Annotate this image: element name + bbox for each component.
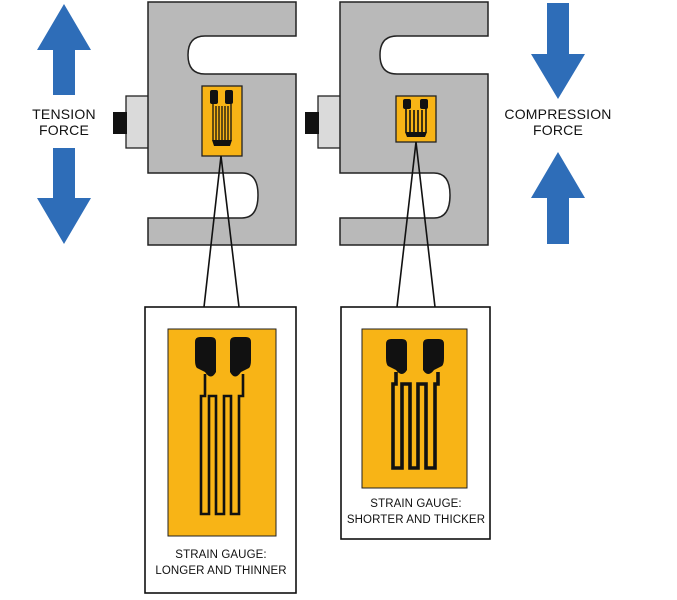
serpentine-grid <box>391 372 440 470</box>
mounted-strain-gauge <box>201 85 243 157</box>
cable-connector <box>125 95 150 149</box>
connector-plug <box>113 112 127 134</box>
caption-right-line1: STRAIN GAUGE: <box>370 498 462 510</box>
compression-force-label: COMPRESSION FORCE <box>495 106 621 138</box>
callout-left <box>203 155 240 308</box>
mounted-strain-gauge <box>395 95 437 143</box>
gauge-backing-large <box>361 328 468 489</box>
load-cell-tension <box>113 1 297 246</box>
caption-right-line2: SHORTER AND THICKER <box>346 514 486 526</box>
solder-tab-left <box>195 337 216 377</box>
callout-lines <box>203 141 436 308</box>
caption-right: STRAIN GAUGE: SHORTER AND THICKER <box>343 496 489 528</box>
zoom-panel-right <box>340 306 491 540</box>
gauge-foil-grid <box>195 337 251 522</box>
gauge-backing-large <box>167 328 277 537</box>
arrow-down-icon <box>531 3 585 99</box>
callout-right <box>396 141 436 308</box>
grid-end-loops <box>199 512 245 522</box>
caption-left: STRAIN GAUGE: LONGER AND THINNER <box>147 547 295 579</box>
tension-force-label: TENSION FORCE <box>14 106 114 138</box>
arrow-up-icon <box>531 152 585 244</box>
gauge-foil-grid <box>386 339 444 470</box>
arrow-down-icon <box>37 148 91 244</box>
serpentine-grid <box>199 374 245 516</box>
caption-left-line1: STRAIN GAUGE: <box>175 549 267 561</box>
caption-left-line2: LONGER AND THINNER <box>155 565 287 577</box>
compression-label-line2: FORCE <box>533 122 583 138</box>
connector-plug <box>305 112 319 134</box>
tension-label-line1: TENSION <box>32 106 96 122</box>
arrow-up-icon <box>37 4 91 95</box>
cable-connector <box>317 95 342 149</box>
solder-tab-right <box>230 337 251 377</box>
tension-label-line2: FORCE <box>39 122 89 138</box>
compression-label-line1: COMPRESSION <box>504 106 612 122</box>
tension-arrows <box>37 4 91 244</box>
solder-tab-left <box>386 339 407 374</box>
load-cell-compression <box>305 1 489 246</box>
solder-tab-right <box>423 339 444 374</box>
compression-arrows <box>531 3 585 244</box>
zoom-panel-left <box>144 306 297 594</box>
